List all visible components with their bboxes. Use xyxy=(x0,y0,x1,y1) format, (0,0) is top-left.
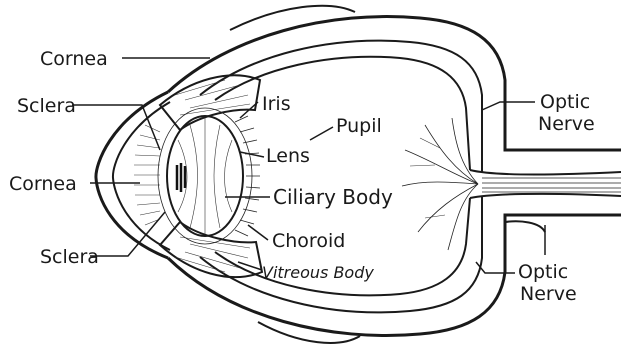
label-sclera-bottom: Sclera xyxy=(40,246,99,268)
label-vitreous-body: Vitreous Body xyxy=(262,263,374,282)
optic-nerve xyxy=(470,170,621,232)
label-cornea-middle: Cornea xyxy=(9,173,77,195)
label-ciliary-body: Ciliary Body xyxy=(273,185,393,209)
label-pupil: Pupil xyxy=(336,115,382,137)
label-optic-nerve-bottom-line2: Nerve xyxy=(520,283,577,305)
label-optic-nerve-top-line1: Optic xyxy=(540,91,590,113)
label-cornea-top: Cornea xyxy=(40,48,108,70)
label-optic-nerve-top-line2: Nerve xyxy=(538,113,595,135)
label-choroid: Choroid xyxy=(272,230,345,252)
iris-ciliary-lower xyxy=(160,222,262,277)
label-sclera-top: Sclera xyxy=(17,95,76,117)
label-optic-nerve-bottom-line1: Optic xyxy=(518,261,568,283)
zonule-teeth xyxy=(235,116,260,236)
label-lens: Lens xyxy=(266,145,310,167)
label-iris: Iris xyxy=(262,93,291,115)
lens xyxy=(158,108,252,244)
